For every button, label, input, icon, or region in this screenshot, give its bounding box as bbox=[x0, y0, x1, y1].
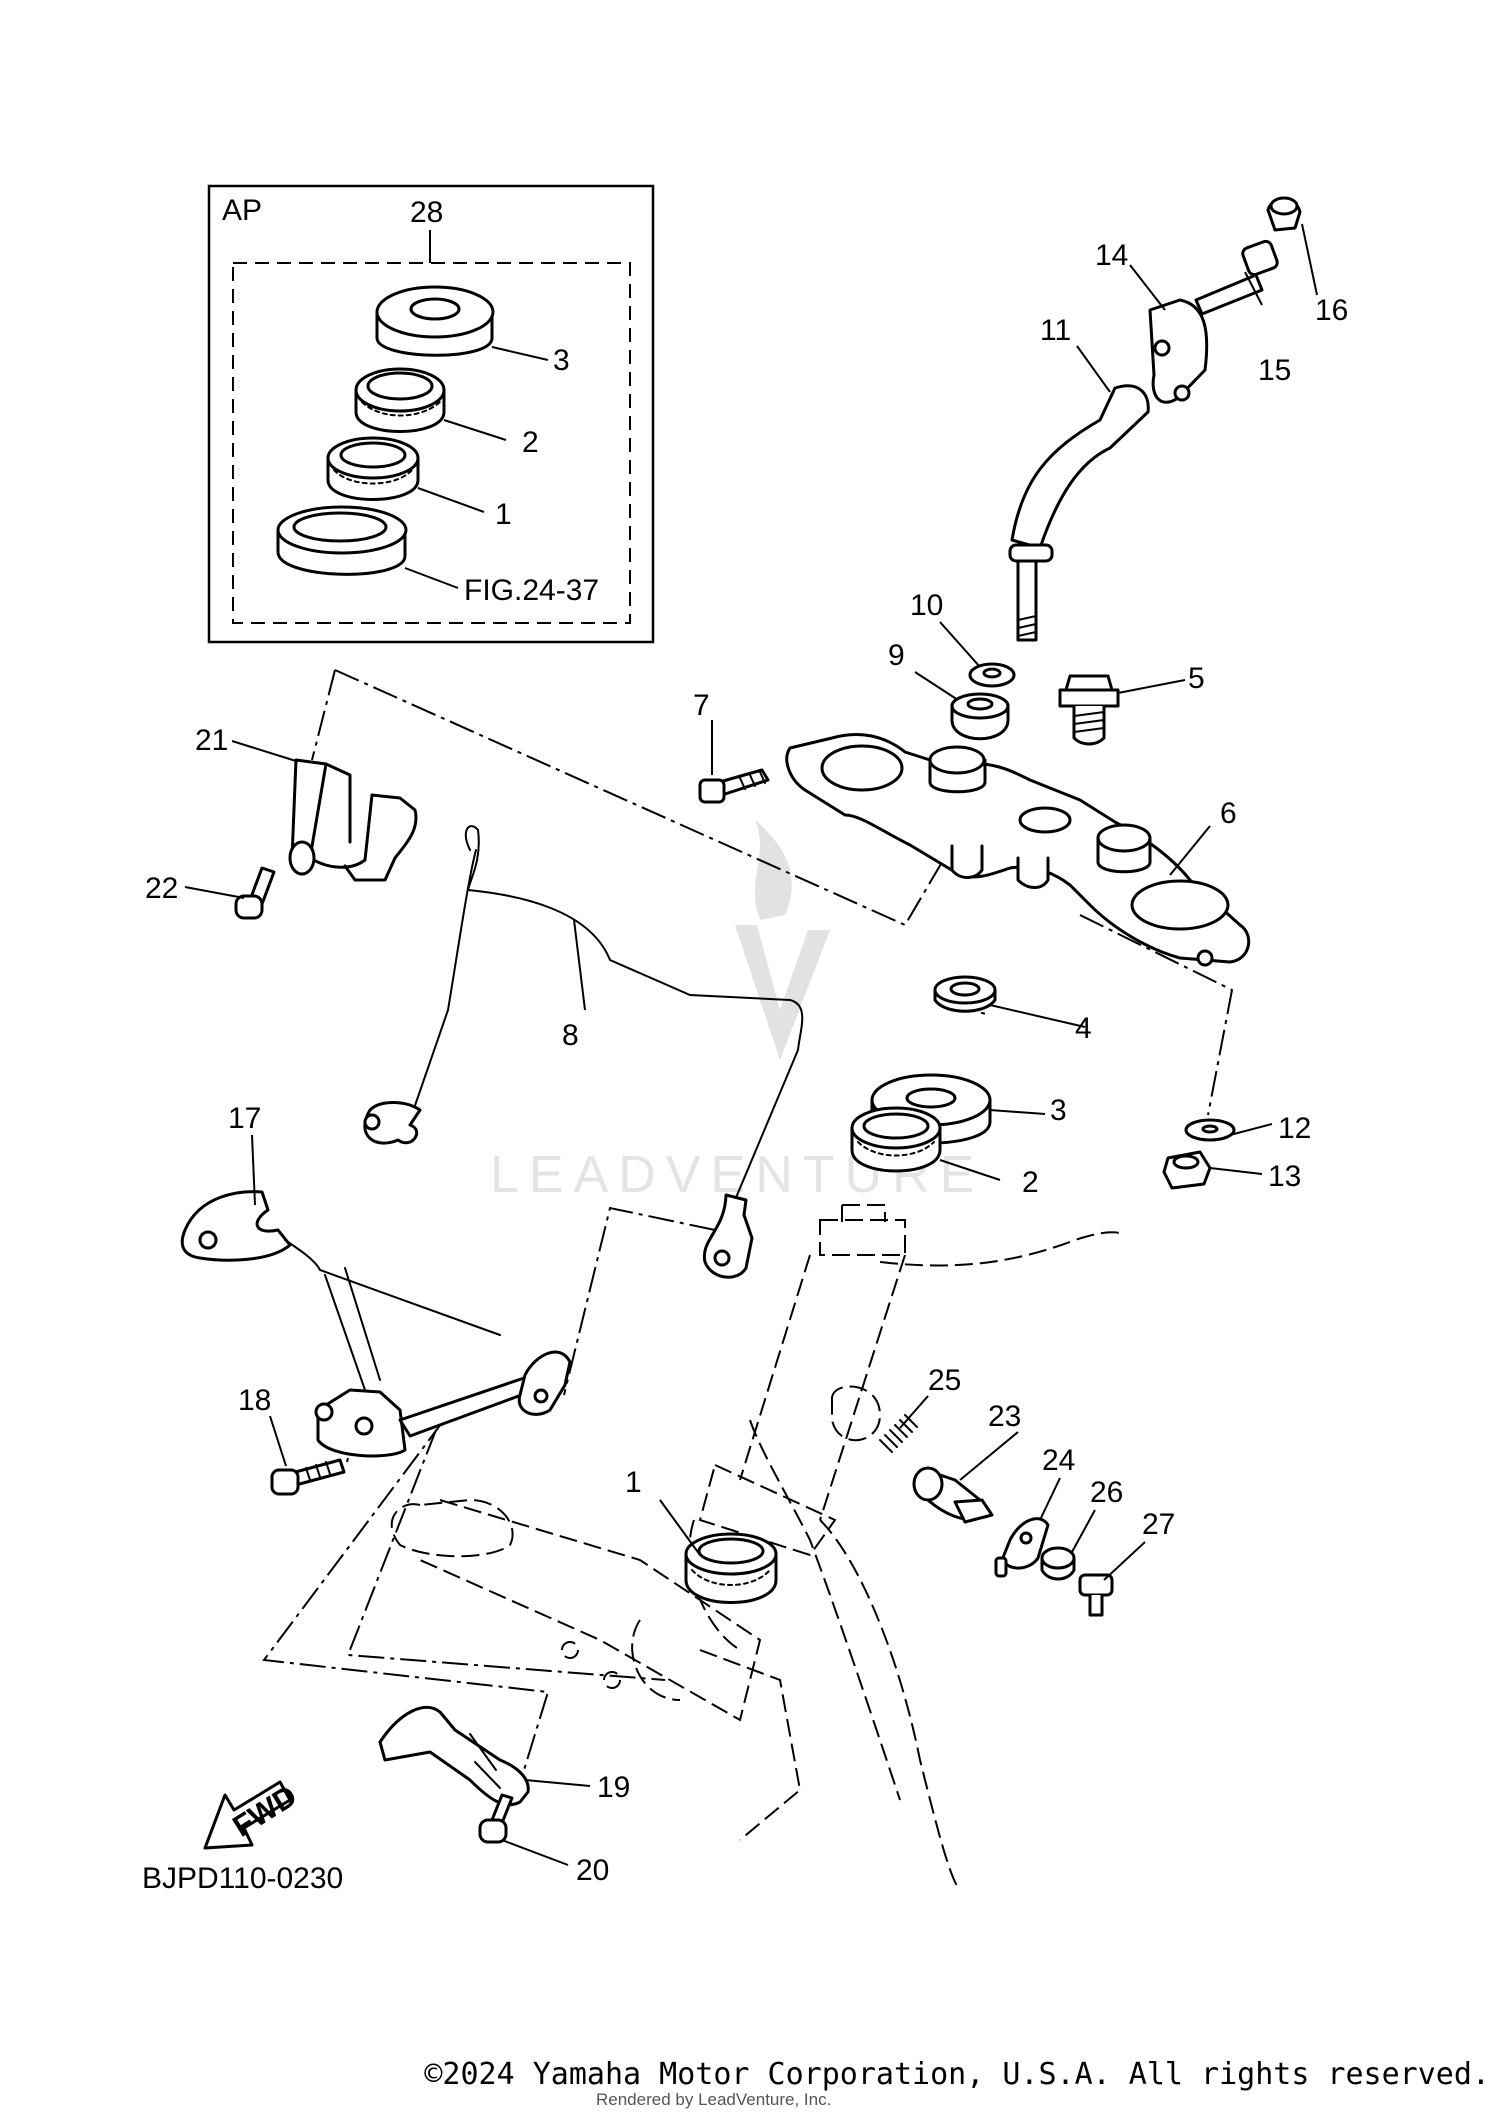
inset-bearing-cover bbox=[375, 285, 495, 357]
sensor-wire bbox=[363, 825, 804, 1279]
inset-lower-bearing bbox=[326, 436, 420, 501]
kit-number: 28 bbox=[410, 196, 443, 229]
inset-title: AP bbox=[222, 194, 262, 227]
callout-13: 13 bbox=[1268, 1160, 1301, 1193]
callout-labels: 14 15 16 11 10 9 5 7 6 21 22 8 4 3 2 12 … bbox=[145, 239, 1348, 1887]
callout-2-inset: 2 bbox=[522, 426, 539, 459]
callout-7: 7 bbox=[693, 689, 710, 722]
detent-spring bbox=[879, 1414, 918, 1453]
callout-10: 10 bbox=[910, 589, 943, 622]
diagram-code: BJPD110-0230 bbox=[142, 1862, 343, 1895]
upper-bearing bbox=[850, 1106, 942, 1173]
inset-upper-bearing bbox=[354, 367, 446, 433]
fig-reference: FIG.24-37 bbox=[464, 574, 599, 607]
callout-2: 2 bbox=[1022, 1166, 1039, 1199]
callout-24: 24 bbox=[1042, 1444, 1075, 1477]
bracket-bolt bbox=[698, 768, 770, 804]
callout-1: 1 bbox=[625, 1466, 642, 1499]
leader-lines bbox=[184, 223, 1318, 1866]
collar-26 bbox=[1040, 1546, 1076, 1581]
screw-27 bbox=[1078, 1573, 1114, 1617]
fwd-arrow-icon: FWD bbox=[203, 1779, 303, 1850]
callout-17: 17 bbox=[228, 1102, 261, 1135]
callout-5: 5 bbox=[1188, 662, 1205, 695]
callout-20: 20 bbox=[576, 1854, 609, 1887]
steering-lock-switch bbox=[912, 1466, 994, 1524]
callout-27: 27 bbox=[1142, 1508, 1175, 1541]
lower-bearing bbox=[684, 1532, 778, 1604]
callout-14: 14 bbox=[1095, 239, 1128, 272]
washer-and-collar bbox=[950, 662, 1016, 741]
callout-15: 15 bbox=[1258, 354, 1291, 387]
callout-21: 21 bbox=[195, 724, 228, 757]
callout-3: 3 bbox=[1050, 1094, 1067, 1127]
inset-ap-kit: AP 28 3 2 bbox=[207, 184, 655, 644]
stay-bolt bbox=[270, 1458, 346, 1496]
frame-head-pipe bbox=[390, 1204, 1126, 1891]
callout-18: 18 bbox=[238, 1384, 271, 1417]
copyright-notice: ©2024 Yamaha Motor Corporation, U.S.A. A… bbox=[424, 2057, 1490, 2092]
fwd-label: FWD bbox=[227, 1779, 302, 1843]
callout-4: 4 bbox=[1075, 1012, 1092, 1045]
lock-plate bbox=[994, 1517, 1050, 1578]
callout-1-inset: 1 bbox=[495, 498, 512, 531]
callout-11: 11 bbox=[1040, 314, 1071, 347]
rendered-by-note: Rendered by LeadVenture, Inc. bbox=[596, 2090, 832, 2109]
callout-9: 9 bbox=[888, 639, 905, 672]
callout-16: 16 bbox=[1315, 294, 1348, 327]
upper-bracket bbox=[785, 733, 1251, 967]
inset-dust-seal bbox=[276, 505, 408, 576]
handle-arm-assembly bbox=[1008, 196, 1302, 642]
callout-8: 8 bbox=[562, 1019, 579, 1052]
callout-3-inset: 3 bbox=[553, 344, 570, 377]
callout-22: 22 bbox=[145, 872, 178, 905]
sensor-bracket bbox=[288, 758, 418, 882]
callout-23: 23 bbox=[988, 1400, 1021, 1433]
callout-26: 26 bbox=[1090, 1476, 1123, 1509]
washer-and-nut bbox=[1162, 1118, 1236, 1190]
callout-6: 6 bbox=[1220, 797, 1237, 830]
stem-bolt bbox=[1058, 674, 1120, 746]
callout-12: 12 bbox=[1278, 1112, 1311, 1145]
ring-nut bbox=[933, 975, 997, 1013]
bracket-screw bbox=[234, 866, 276, 920]
callout-19: 19 bbox=[597, 1771, 630, 1804]
cable-guide bbox=[378, 1706, 530, 1807]
guide-screw bbox=[478, 1793, 514, 1844]
callout-25: 25 bbox=[928, 1364, 961, 1397]
assembly-lines bbox=[262, 669, 1234, 1771]
meter-stay bbox=[180, 1190, 572, 1458]
